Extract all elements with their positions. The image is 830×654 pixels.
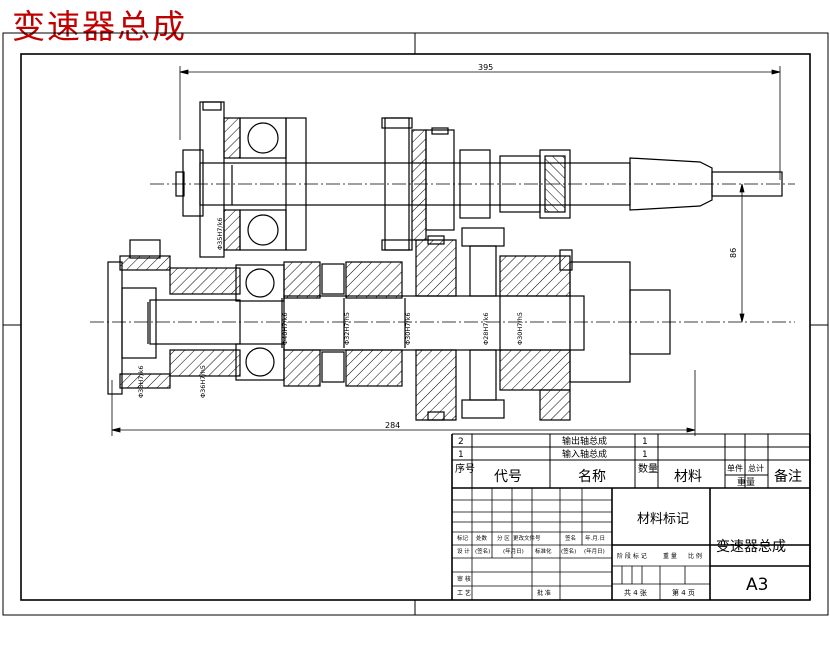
fit-label: Φ32H7/h5 <box>343 312 351 345</box>
bom-row-no: 2 <box>458 437 464 447</box>
tb-label: 设 计 <box>457 547 470 555</box>
bom-row-name: 输出轴总成 <box>562 435 607 447</box>
fit-label: Φ28H7/k6 <box>482 313 490 346</box>
tb-label: (签名) <box>561 547 576 555</box>
tb-label: (年月日) <box>503 547 524 555</box>
stage-label: 比 例 <box>688 552 702 560</box>
fit-label: Φ30H7/k6 <box>404 313 412 346</box>
title-block-text: 标记 处数 分 区 更改文件号 签名 年.月.日 设 计 (签名) (年月日) … <box>457 512 786 597</box>
bom-header-remarks: 备注 <box>774 468 802 485</box>
bom-text: 2 输出轴总成 1 1 输入轴总成 1 序号 代号 名称 数量 材料 单件 总计… <box>455 435 802 488</box>
input-shaft <box>107 165 671 421</box>
drawing-name: 变速器总成 <box>716 539 786 555</box>
tb-approve: 批 准 <box>537 589 551 597</box>
stage-label: 重 量 <box>663 552 677 560</box>
bom-header-weight: 重量 <box>737 476 755 488</box>
tb-reviewer: 审 核 <box>457 575 471 583</box>
bottom-length-label: 284 <box>385 421 400 430</box>
tb-label: (年月日) <box>584 547 605 555</box>
tb-label: (签名) <box>475 547 490 555</box>
fit-label: Φ36H7/h5 <box>199 365 207 398</box>
tb-label: 分 区 <box>497 534 510 542</box>
tb-label: 签名 <box>565 534 576 542</box>
tb-label: 年.月.日 <box>585 534 605 542</box>
bom-row-no: 1 <box>458 450 464 460</box>
bom-header-qty: 数量 <box>638 462 658 475</box>
bom-header-name: 名称 <box>578 469 606 485</box>
stage-label: 阶 段 标 记 <box>617 552 647 560</box>
fit-label: Φ35H7/k6 <box>216 218 224 251</box>
bom-header-no: 序号 <box>455 462 475 475</box>
overall-length-label: 395 <box>478 63 493 72</box>
sheet-size: A3 <box>746 575 768 595</box>
output-shaft <box>175 101 783 258</box>
center-distance-dimension <box>739 183 745 323</box>
bom-header-code: 代号 <box>494 469 522 485</box>
title-block-grid <box>452 434 811 600</box>
center-distance-label: 86 <box>729 248 738 258</box>
sheet-border <box>2 32 829 616</box>
bottom-length-dimension <box>111 370 696 436</box>
fit-label: Φ38H7/k6 <box>137 366 145 399</box>
tb-label: 处数 <box>476 534 488 542</box>
tb-process: 工 艺 <box>457 589 471 597</box>
fit-labels: Φ35H7/k6 Φ38H7/k6 Φ36H7/h5 Φ40H7/k6 Φ32H… <box>137 218 524 399</box>
material-mark: 材料标记 <box>637 512 689 527</box>
bom-header-total: 总计 <box>748 463 764 473</box>
fit-label: Φ30H7/h5 <box>516 312 524 345</box>
center-lines <box>90 183 795 323</box>
sheets-total: 共 4 张 <box>624 588 647 597</box>
bom-header-material: 材料 <box>674 469 702 485</box>
tb-label: 标记 <box>457 534 469 542</box>
bom-header-unit: 单件 <box>727 463 743 473</box>
bom-row-qty: 1 <box>642 437 648 447</box>
bom-row-qty: 1 <box>642 450 648 460</box>
overall-length-dimension <box>179 66 781 180</box>
tb-label: 标准化 <box>535 547 552 555</box>
fit-label: Φ40H7/k6 <box>281 313 289 346</box>
bom-row-name: 输入轴总成 <box>562 448 607 460</box>
page-title: 变速器总成 <box>12 7 187 46</box>
tb-label: 更改文件号 <box>513 534 541 542</box>
sheet-no: 第 4 页 <box>672 588 695 597</box>
